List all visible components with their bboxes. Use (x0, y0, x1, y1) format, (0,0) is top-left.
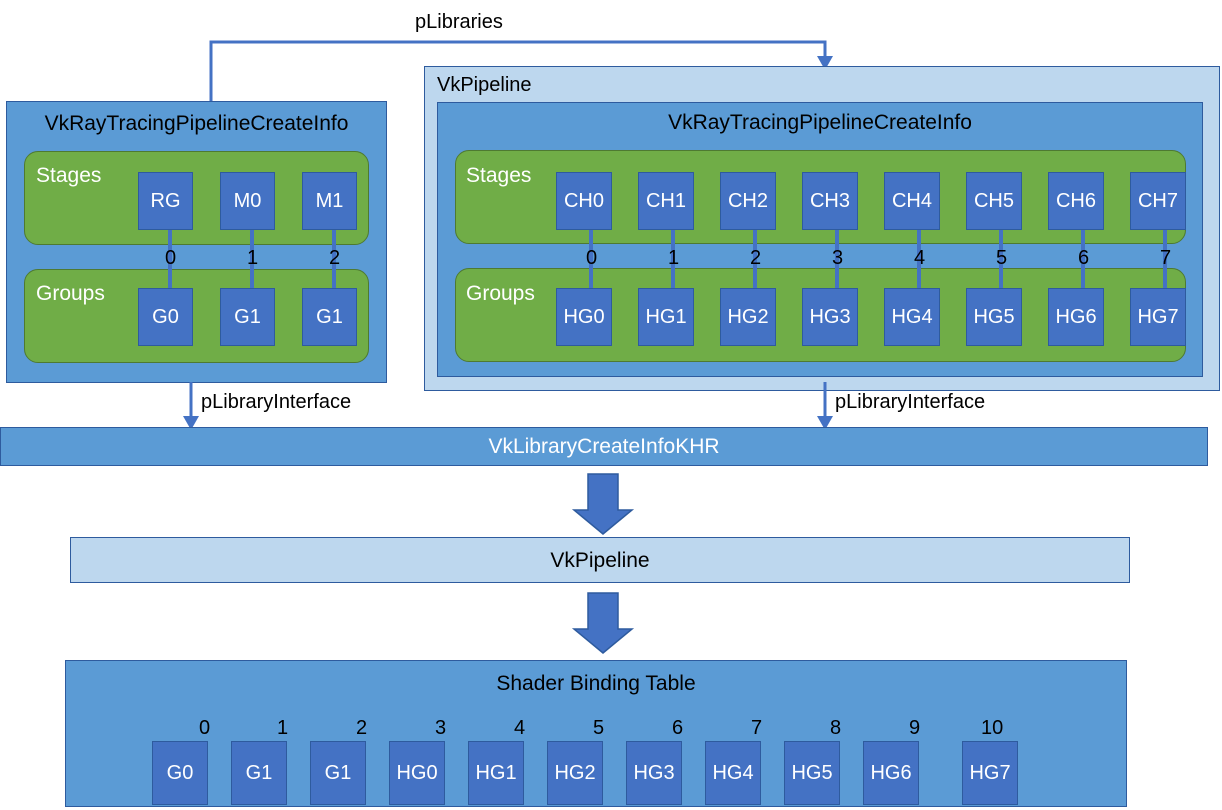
sbt-index-label: 6 (672, 717, 684, 739)
right-connector-1 (671, 228, 675, 290)
p-libraries-label: pLibraries (415, 11, 503, 33)
sbt-index-label: 10 (981, 717, 1004, 739)
stage-box: CH6 (1048, 172, 1104, 230)
group-box: HG0 (556, 288, 612, 346)
right-index-label: 5 (996, 247, 1008, 269)
group-box: HG2 (720, 288, 776, 346)
stage-box: CH2 (720, 172, 776, 230)
library-create-info-label: VkLibraryCreateInfoKHR (488, 435, 720, 458)
sbt-index-label: 4 (514, 717, 526, 739)
vkpipeline-result-bar: VkPipeline (70, 537, 1130, 583)
sbt-entry-box: HG6 (863, 741, 919, 805)
sbt-entry-box: HG2 (547, 741, 603, 805)
left-stages-label: Stages (36, 164, 102, 187)
sbt-entry-box: G1 (231, 741, 287, 805)
sbt-entry-box: HG0 (389, 741, 445, 805)
right-index-label: 7 (1160, 247, 1172, 269)
right-connector-3 (835, 228, 839, 290)
group-box: HG1 (638, 288, 694, 346)
sbt-index-label: 7 (751, 717, 763, 739)
left-index-label: 2 (329, 247, 341, 269)
right-index-label: 4 (914, 247, 926, 269)
sbt-index-label: 0 (199, 717, 211, 739)
right-groups-label: Groups (466, 282, 535, 305)
p-library-interface-label-left: pLibraryInterface (201, 391, 352, 413)
sbt-entry-box: G0 (152, 741, 208, 805)
stage-box: M0 (220, 172, 275, 230)
sbt-index-label: 3 (435, 717, 447, 739)
sbt-index-label: 8 (830, 717, 842, 739)
vkpipeline-result-label: VkPipeline (550, 548, 650, 572)
p-library-interface-label-right: pLibraryInterface (835, 391, 986, 413)
sbt-index-label: 5 (593, 717, 605, 739)
group-box: HG7 (1130, 288, 1186, 346)
group-box: HG3 (802, 288, 858, 346)
sbt-entry-box: HG7 (962, 741, 1018, 805)
block-arrow-down-1 (570, 472, 636, 536)
stage-box: M1 (302, 172, 357, 230)
right-connector-5 (999, 228, 1003, 290)
stage-box: CH3 (802, 172, 858, 230)
right-index-label: 3 (832, 247, 844, 269)
right-connector-4 (917, 228, 921, 290)
stage-box: RG (138, 172, 193, 230)
right-index-label: 0 (586, 247, 598, 269)
sbt-index-label: 9 (909, 717, 921, 739)
left-index-label: 1 (247, 247, 259, 269)
sbt-entry-box: HG1 (468, 741, 524, 805)
right-connector-0 (589, 228, 593, 290)
block-arrow-down-2 (570, 591, 636, 655)
sbt-entry-box: HG4 (705, 741, 761, 805)
right-index-label: 6 (1078, 247, 1090, 269)
sbt-entry-box: HG5 (784, 741, 840, 805)
p-libraries-arrow (0, 0, 1222, 110)
left-index-label: 0 (165, 247, 177, 269)
sbt-index-label: 1 (277, 717, 289, 739)
stage-box: CH5 (966, 172, 1022, 230)
group-box: HG4 (884, 288, 940, 346)
stage-box: CH0 (556, 172, 612, 230)
group-box: G1 (220, 288, 275, 346)
left-connector-2 (332, 228, 336, 290)
right-panel-title: VkRayTracingPipelineCreateInfo (668, 111, 972, 134)
group-box: HG6 (1048, 288, 1104, 346)
right-index-label: 2 (750, 247, 762, 269)
group-box: G1 (302, 288, 357, 346)
left-groups-label: Groups (36, 282, 105, 305)
sbt-entry-box: HG3 (626, 741, 682, 805)
right-connector-2 (753, 228, 757, 290)
stage-box: CH4 (884, 172, 940, 230)
library-create-info-bar: VkLibraryCreateInfoKHR (0, 427, 1208, 466)
left-connector-0 (168, 228, 172, 290)
right-connector-6 (1081, 228, 1085, 290)
group-box: HG5 (966, 288, 1022, 346)
right-index-label: 1 (668, 247, 680, 269)
stage-box: CH7 (1130, 172, 1186, 230)
left-panel-title: VkRayTracingPipelineCreateInfo (44, 112, 349, 135)
right-connector-7 (1163, 228, 1167, 290)
sbt-index-label: 2 (356, 717, 368, 739)
right-vkpipeline-title: VkPipeline (437, 74, 532, 96)
right-stages-label: Stages (466, 164, 532, 187)
p-library-interface-arrows (0, 380, 1222, 435)
stage-box: CH1 (638, 172, 694, 230)
shader-binding-table-title: Shader Binding Table (496, 672, 696, 695)
left-connector-1 (250, 228, 254, 290)
sbt-entry-box: G1 (310, 741, 366, 805)
group-box: G0 (138, 288, 193, 346)
